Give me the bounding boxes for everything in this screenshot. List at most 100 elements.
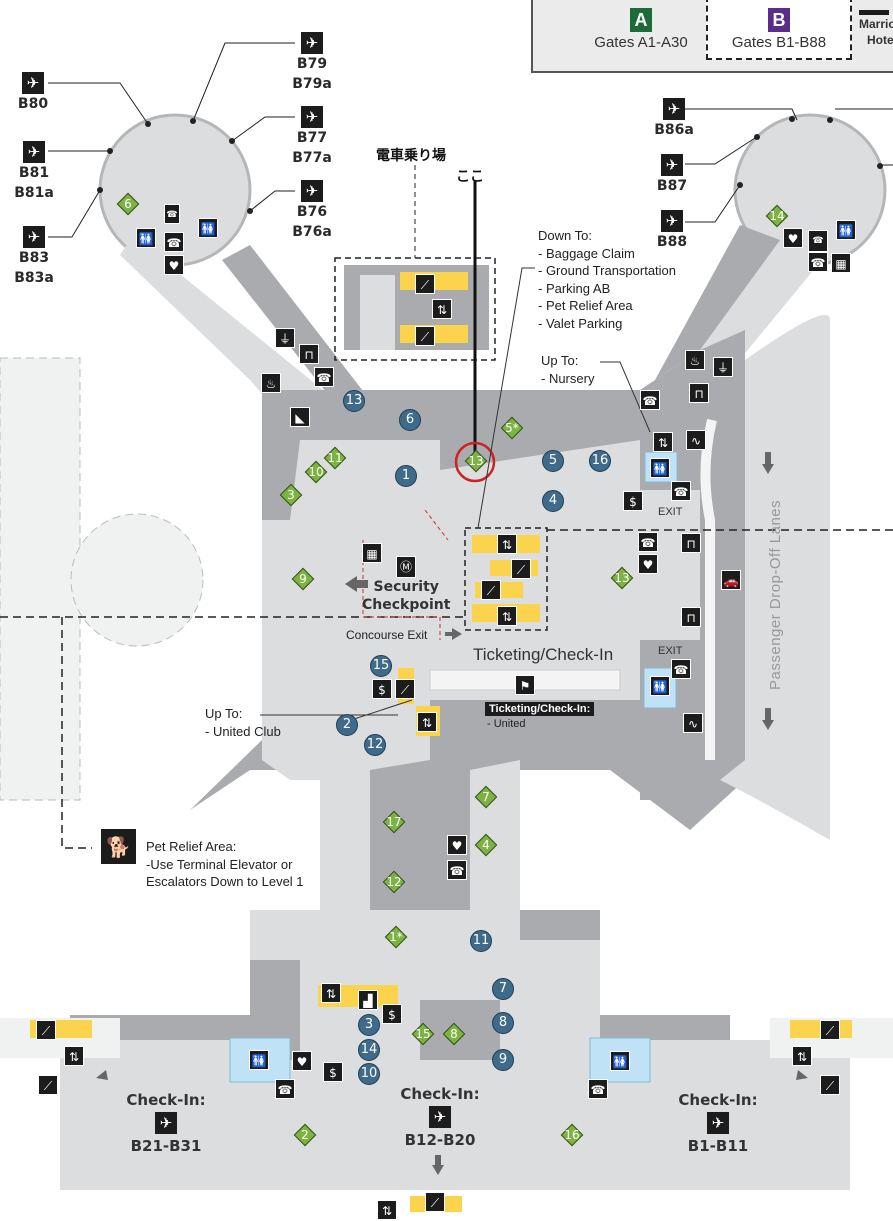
plane-icon: ✈ [301, 32, 323, 54]
gate-b86a[interactable]: ✈ B86a [652, 98, 696, 141]
escalator-down-icon: ⟋ [415, 274, 435, 294]
hotel-label-1: Marrio [859, 17, 893, 31]
legend-gates-b[interactable]: B Gates B1-B88 [706, 0, 852, 60]
shop-marker[interactable]: 15 [411, 1022, 435, 1046]
shop-marker[interactable]: 11 [323, 446, 347, 470]
exit-label: EXIT [658, 645, 683, 657]
baggage-cart-icon: ⊓ [689, 383, 709, 403]
hotel-label-2: Hote [867, 32, 893, 47]
note-item: Escalators Down to Level 1 [146, 874, 304, 890]
shop-marker[interactable]: 6 [116, 192, 140, 216]
legend-hotel[interactable]: Marrio Hote [859, 10, 893, 48]
gate-b81[interactable]: ✈ B81 B81a [12, 141, 56, 203]
note-item: - Pet Relief Area [538, 298, 633, 314]
restroom-icon: 🚻 [610, 1051, 630, 1071]
dining-marker[interactable]: 8 [492, 1012, 514, 1034]
dining-marker[interactable]: 5 [542, 450, 564, 472]
dining-marker[interactable]: 6 [399, 409, 421, 431]
down-to-leader [477, 267, 535, 529]
escalator-up-icon: ⟋ [511, 559, 531, 579]
gate-b80[interactable]: ✈ B80 [16, 72, 50, 115]
train-platform-label-jp: 電車乗り場 [376, 148, 446, 164]
concourse-legend: A Gates A1-A30 B Gates B1-B88 Marrio Hot… [531, 0, 893, 73]
shop-marker[interactable]: 8 [442, 1022, 466, 1046]
shop-marker[interactable]: 13 [610, 566, 634, 590]
vertical-transport-box [464, 527, 548, 631]
aed-icon: ♥ [638, 554, 658, 574]
aed-icon: ♥ [164, 255, 184, 275]
direction-arrows [96, 452, 808, 1175]
atm-icon: $ [623, 491, 643, 511]
dining-marker[interactable]: 1 [395, 465, 417, 487]
gate-b83[interactable]: ✈ B83 B83a [12, 226, 56, 288]
shop-marker[interactable]: 10 [304, 460, 328, 484]
currency-exchange-icon: $ [323, 1062, 343, 1082]
shop-marker[interactable]: 12 [382, 870, 406, 894]
gate-label: B87 [656, 178, 688, 194]
restroom-icon: 🚻 [650, 676, 670, 696]
dining-marker[interactable]: 7 [492, 978, 514, 1000]
pet-relief-note: Pet Relief Area: -Use Terminal Elevator … [146, 838, 304, 891]
dining-marker[interactable]: 4 [542, 490, 564, 512]
restroom-icon: 🚻 [650, 458, 670, 478]
shop-marker[interactable]: 17 [382, 810, 406, 834]
elevator-icon: ⇅ [497, 534, 517, 554]
security-line [424, 509, 449, 541]
shop-number: 12 [386, 875, 402, 889]
shop-marker[interactable]: 4 [474, 833, 498, 857]
gates-b-badge: B [768, 8, 790, 32]
dining-marker[interactable]: 9 [492, 1049, 514, 1071]
baggage-cart-icon: ⊓ [681, 607, 701, 627]
shop-marker[interactable]: 9 [291, 567, 315, 591]
dining-marker[interactable]: 2 [336, 714, 358, 736]
shop-number: 15 [415, 1027, 431, 1041]
gate-label: B77 [296, 130, 328, 146]
smoking-area-icon: ∿ [686, 430, 706, 450]
shop-marker[interactable]: 7 [474, 785, 498, 809]
checkin-b1-b11[interactable]: Check-In: ✈ B1-B11 [670, 1090, 766, 1157]
dining-marker[interactable]: 10 [358, 1063, 380, 1085]
dining-marker[interactable]: 3 [358, 1014, 380, 1036]
checkin-b21-b31[interactable]: Check-In: ✈ B21-B31 [118, 1090, 214, 1157]
shop-marker-you-are-here[interactable]: 13 [464, 449, 488, 473]
gate-b87[interactable]: ✈ B87 [652, 154, 692, 197]
dining-marker[interactable]: 15 [370, 655, 392, 677]
elevator-icon: ⇅ [792, 1046, 812, 1066]
shop-number: 14 [769, 209, 785, 223]
courtesy-phone-icon: ☎ [671, 659, 691, 679]
gate-b76[interactable]: ✈ B76 B76a [290, 180, 334, 242]
dining-marker[interactable]: 12 [364, 734, 386, 756]
security-checkpoint-label: Security Checkpoint [362, 578, 450, 614]
gate-label: B79 [296, 56, 328, 72]
dropoff-lanes-label: Passenger Drop-Off Lanes [767, 499, 784, 690]
dining-marker[interactable]: 13 [343, 390, 365, 412]
escalator-down-icon: ⟋ [395, 679, 415, 699]
shop-marker[interactable]: 2 [293, 1123, 317, 1147]
elevator-icon: ⇅ [497, 606, 517, 626]
dining-marker[interactable]: 16 [589, 450, 611, 472]
plane-icon: ✈ [661, 210, 683, 232]
shop-marker[interactable]: 3 [279, 483, 303, 507]
here-highlight-circle [454, 441, 496, 483]
gate-label: B80 [17, 96, 49, 112]
plane-icon: ✈ [23, 141, 45, 163]
dining-marker[interactable]: 11 [470, 930, 492, 952]
atm-icon: $ [382, 1004, 402, 1024]
courtesy-phone-icon: ☎ [314, 367, 334, 387]
gate-b88[interactable]: ✈ B88 [652, 210, 692, 253]
courtesy-phone-icon: ☎ [640, 390, 660, 410]
gate-label: B86a [654, 122, 694, 138]
gate-b77[interactable]: ✈ B77 B77a [290, 106, 334, 168]
gate-label: B83 [18, 250, 50, 266]
shop-marker[interactable]: 5* [500, 416, 524, 440]
checkin-title: Check-In: [678, 1091, 758, 1109]
shop-marker[interactable]: 1* [384, 925, 408, 949]
checkin-b12-b20[interactable]: Check-In: ✈ B12-B20 [392, 1084, 488, 1151]
legend-gates-a[interactable]: A Gates A1-A30 [571, 8, 711, 51]
shop-marker[interactable]: 16 [560, 1123, 584, 1147]
gate-b79[interactable]: ✈ B79 B79a [290, 32, 334, 94]
shop-marker[interactable]: 14 [765, 204, 789, 228]
escalator-down-icon: ⟋ [38, 1075, 58, 1095]
escalator-down-icon: ⟋ [820, 1075, 840, 1095]
dining-marker[interactable]: 14 [358, 1039, 380, 1061]
